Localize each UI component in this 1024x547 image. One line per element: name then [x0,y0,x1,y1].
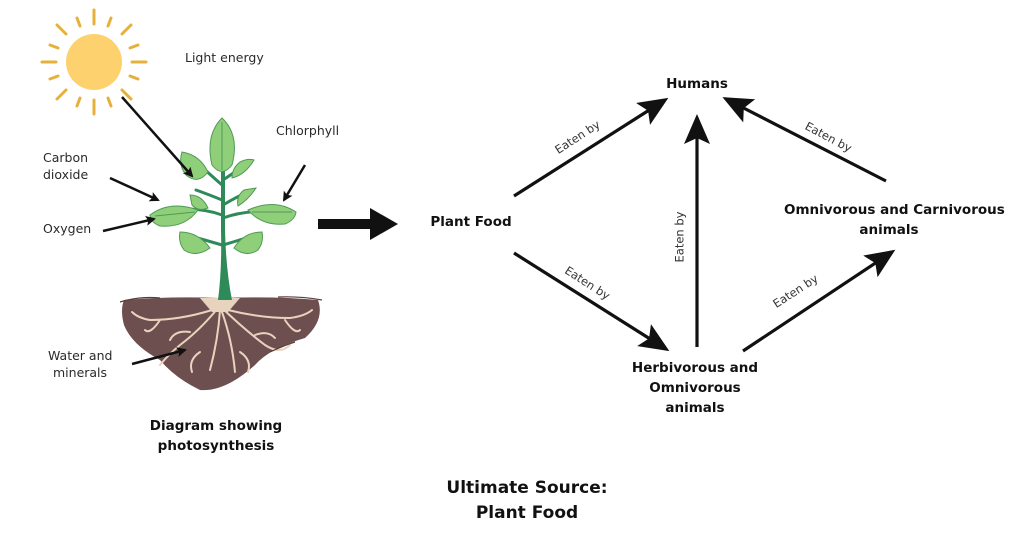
node-humans: Humans [666,76,728,92]
chlorophyll-label: Chlorphyll [276,123,340,138]
footer-line1: Ultimate Source: [446,478,608,498]
plant-icon [149,117,297,300]
light-energy-label: Light energy [185,50,264,65]
node-herbivorous-line2: Omnivorous [649,380,741,396]
node-herbivorous-line3: animals [665,400,725,416]
carbon-dioxide-label-line2: dioxide [43,167,89,182]
edge-plant-to-herbivorous [513,251,670,352]
node-omnivorous-line1: Omnivorous and Carnivorous [784,202,1005,218]
water-minerals-label-line2: minerals [53,365,108,380]
big-right-arrow [318,208,398,240]
footer-line2: Plant Food [475,503,579,523]
chlorophyll-arrow [282,164,307,202]
edge-herbivorous-to-omnivorous [742,249,896,353]
oxygen-arrow [102,215,156,233]
node-herbivorous-line1: Herbivorous and [631,360,759,376]
soil-icon [119,296,323,391]
ultimate-source-footer: Ultimate Source: Plant Food [412,476,642,526]
water-minerals-label-line1: Water and [48,348,113,363]
edge-plant-to-humans [513,97,669,198]
caption-line1: Diagram showing [149,418,283,434]
photosynthesis-caption: Diagram showing photosynthesis [140,416,292,456]
node-omnivorous-carnivorous: Omnivorous and Carnivorous animals [784,200,1005,240]
light-energy-arrow [121,96,194,178]
edge-label-herbivorous-to-humans: Eaten by [672,211,687,263]
water-minerals-arrow [131,347,187,366]
edge-omnivorous-to-humans [722,97,887,183]
carbon-dioxide-arrow [109,176,160,202]
carbon-dioxide-label-line1: Carbon [43,150,89,165]
node-herbivorous-omnivorous: Herbivorous and Omnivorous animals [625,358,765,418]
node-plant-food: Plant Food [430,214,512,230]
node-omnivorous-line2: animals [859,222,919,238]
caption-line2: photosynthesis [157,438,275,454]
oxygen-label: Oxygen [43,221,92,236]
sun-icon [40,8,148,116]
